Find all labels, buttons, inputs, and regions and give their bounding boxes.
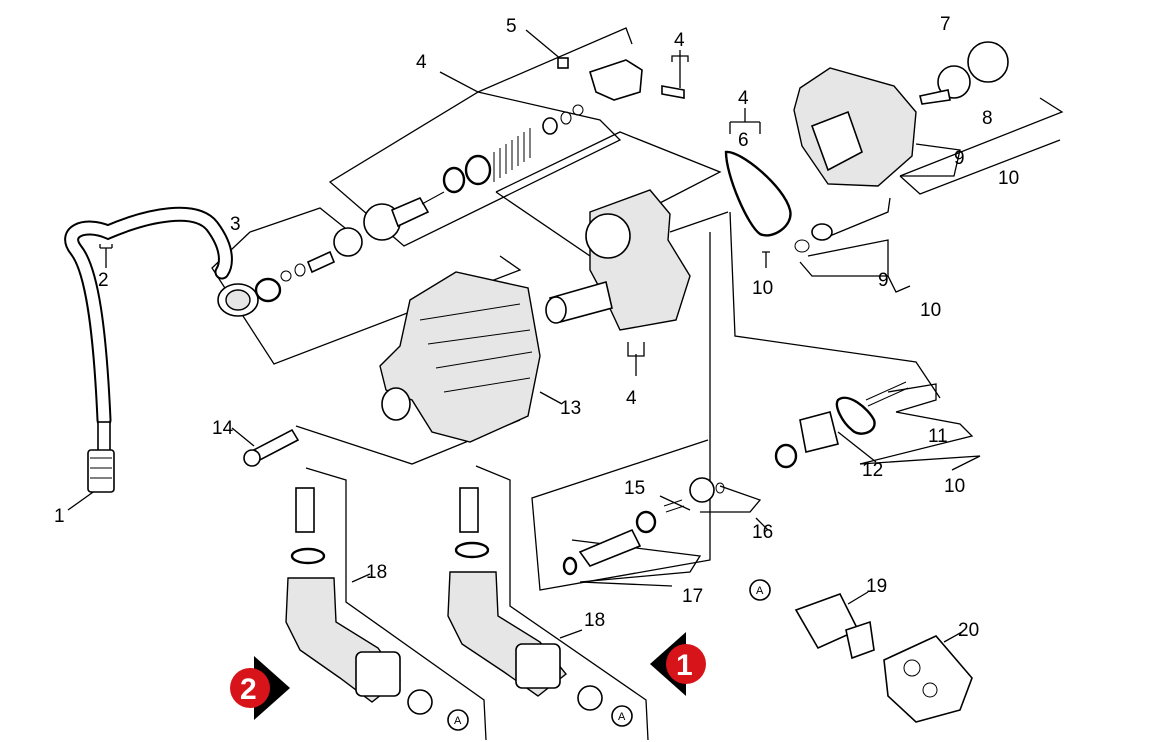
- connector-a-label-2: A: [454, 715, 462, 727]
- marker-1-label: 1: [676, 649, 693, 682]
- callout-16: 16: [752, 522, 773, 543]
- callout-11: 11: [928, 426, 948, 447]
- callout-4-screw: 4: [674, 30, 685, 51]
- cylinder-body: [379, 271, 541, 443]
- marker-2-label: 2: [240, 673, 257, 706]
- callout-18-right: 18: [584, 610, 605, 631]
- callout-4-bottom: 4: [626, 388, 637, 409]
- suction-hose: [64, 206, 233, 453]
- callout-13: 13: [560, 398, 581, 419]
- callout-4-gasket: 4: [738, 88, 749, 109]
- connector-a-label-1: A: [756, 585, 764, 597]
- coupling: [883, 635, 973, 723]
- callout-9-mid: 9: [878, 270, 889, 291]
- callout-20: 20: [958, 620, 979, 641]
- callout-12: 12: [862, 460, 883, 481]
- callout-6: 6: [738, 130, 749, 151]
- callout-18-left: 18: [366, 562, 387, 583]
- pump-head: [545, 189, 691, 331]
- marker-1: 1: [650, 632, 706, 696]
- suction-filter: [87, 449, 115, 493]
- outlet-elbow-left: [285, 487, 433, 715]
- quick-connector: [794, 593, 875, 660]
- callout-9-top: 9: [954, 148, 965, 169]
- valve-spring-stack: [363, 57, 685, 241]
- gasket-ring: [724, 150, 792, 237]
- valve-insert: [562, 477, 725, 576]
- callout-1: 1: [54, 506, 65, 527]
- connector-a-label-3: A: [618, 711, 626, 723]
- callout-4-top: 4: [416, 52, 427, 73]
- callout-10-top: 10: [998, 168, 1019, 189]
- callout-19: 19: [866, 576, 887, 597]
- pressure-valve: [774, 381, 909, 469]
- callout-17: 17: [682, 586, 703, 607]
- callout-2: 2: [98, 270, 109, 291]
- callout-3: 3: [230, 214, 241, 235]
- callout-14: 14: [212, 418, 234, 439]
- callout-7: 7: [940, 14, 951, 35]
- screw: [243, 428, 300, 467]
- callout-8: 8: [982, 108, 993, 129]
- callout-10-gasket: 10: [752, 278, 773, 299]
- callout-10-mid: 10: [920, 300, 941, 321]
- leader-lines: [67, 27, 1064, 741]
- inlet-valve-parts: [217, 227, 363, 317]
- marker-2: 2: [230, 656, 290, 720]
- callout-15: 15: [624, 478, 645, 499]
- callout-5: 5: [506, 16, 517, 37]
- connector-a-symbols: A A A: [447, 579, 771, 731]
- motor-flange: [793, 41, 1009, 253]
- outlet-elbow-right: [447, 487, 603, 711]
- callout-numbers: 1 2 3 4 5 4 4 6 7 8 9 10 10 9 10 4 13 11…: [54, 14, 1019, 641]
- callout-10-bottom: 10: [944, 476, 965, 497]
